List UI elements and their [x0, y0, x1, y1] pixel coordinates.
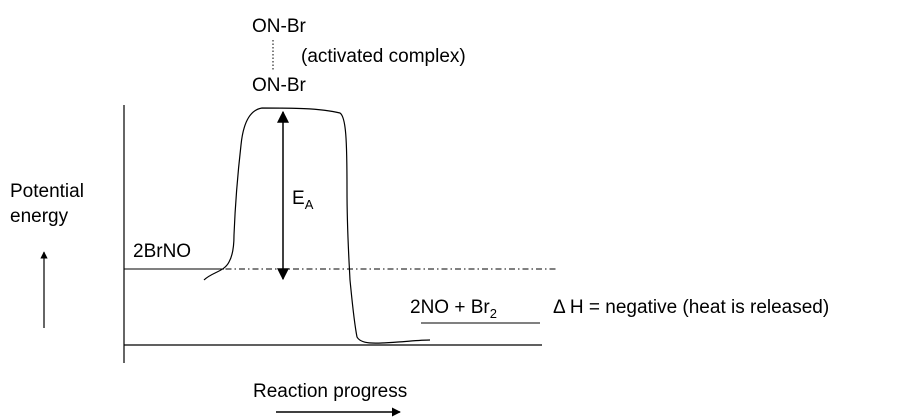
energy-profile-curve — [203, 107, 431, 344]
reactant-label: 2BrNO — [133, 241, 191, 262]
complex-note: (activated complex) — [301, 46, 466, 67]
product-label-main: 2NO + Br — [410, 297, 490, 318]
x-axis-label: Reaction progress — [253, 381, 407, 402]
enthalpy-note: Δ H = negative (heat is released) — [553, 297, 829, 318]
y-axis-label-line1: Potential — [10, 181, 84, 202]
activation-energy-subscript: A — [305, 197, 314, 212]
product-label: 2NO + Br2 — [410, 297, 497, 321]
activation-energy-label: EA — [292, 188, 314, 212]
complex-bottom-label: ON-Br — [252, 75, 307, 96]
complex-top-label: ON-Br — [252, 16, 307, 37]
y-axis-label-line2: energy — [10, 206, 69, 227]
activation-energy-symbol: E — [292, 188, 305, 209]
product-label-subscript: 2 — [490, 306, 497, 321]
